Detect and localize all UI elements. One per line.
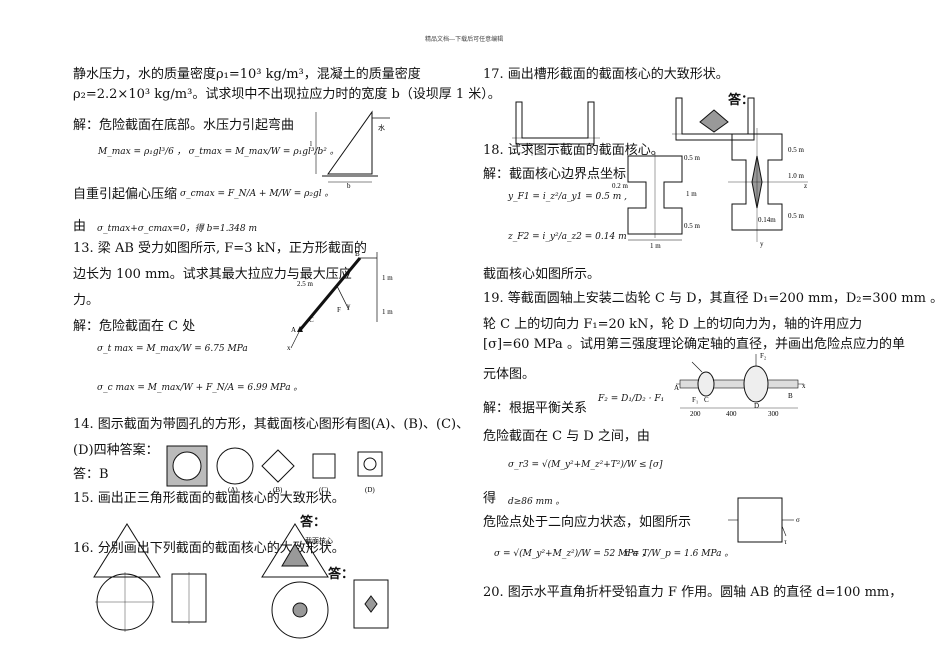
formula: y_F1 = i_z²/a_y1 = 0.5 m , <box>508 192 627 202</box>
problem-text-line: 边长为 100 mm。试求其最大拉应力与最大压应 <box>73 267 352 282</box>
triangle-section <box>93 523 161 578</box>
dim-label: 0.2 m <box>612 182 629 190</box>
gear-D-label: D <box>754 402 759 410</box>
option-a-label: (A) <box>228 486 238 494</box>
formula: σ_tmax+σ_cmax=0，得 b=1.348 m <box>97 224 258 234</box>
i-section-with-core: 0.5 m 1.0 m 0.5 m 0.14m z y <box>728 128 808 248</box>
text-line: 得 <box>483 491 497 506</box>
gear-C-label: C <box>704 396 709 404</box>
option-b-label: (B) <box>273 486 283 494</box>
text-line: 由 <box>73 219 87 234</box>
text-line: 危险截面在 C 与 D 之间，由 <box>483 429 650 444</box>
triangle-section-with-core <box>261 523 329 578</box>
circle-section <box>95 572 155 632</box>
dim-label: 200 <box>690 410 701 418</box>
problem-text-line: [σ]=60 MPa 。试用第三强度理论确定轴的直径，并画出危险点应力的单 <box>483 337 905 352</box>
support-A-label: A <box>674 384 679 392</box>
problem-text-line: 17. 画出槽形截面的截面核心的大致形状。 <box>483 67 729 82</box>
formula: F₂ = D₁/D₂ · F₁ <box>598 394 665 404</box>
inclined-beam-figure: B A C F x y 2.5 m 1 m 1 m <box>287 250 393 352</box>
formula: σ_cmax = F_N/A + M/W = ρ₂gl 。 <box>180 189 334 199</box>
answer-line: 答：B <box>73 467 109 482</box>
option-d-label: (D) <box>365 486 375 494</box>
force-F2-label: F₂ <box>760 352 767 360</box>
dim-1m-label: 1 m <box>382 274 393 282</box>
gear-shaft-figure: A B C D F₁ F₂ x 200 400 300 <box>674 352 806 418</box>
point-B-label: B <box>355 250 360 258</box>
solution-line: 解：根据平衡关系 <box>483 401 588 416</box>
solution-line: 解：危险截面在 C 处 <box>73 319 196 334</box>
problem-text-line: 20. 图示水平直角折杆受铅直力 F 作用。圆轴 AB 的直径 d=100 mm… <box>483 585 903 600</box>
text-line: 自重引起偏心压缩 <box>73 187 178 202</box>
option-c-label: (C) <box>319 486 329 494</box>
dam-l-label: l <box>310 140 312 148</box>
axis-z-label: z <box>804 182 807 190</box>
axis-y-label: y <box>760 240 764 248</box>
problem-text-line: 15. 画出正三角形截面的截面核心的大致形状。 <box>73 491 345 506</box>
formula: z_F2 = i_y²/a_z2 = 0.14 m <box>508 232 627 242</box>
problem-text-line: 19. 等截面圆轴上安装二齿轮 C 与 D，其直径 D₁=200 mm，D₂=3… <box>483 291 944 306</box>
problem-text-line: 轮 C 上的切向力 F₁=20 kN，轮 D 上的切向力为，轴的许用应力 <box>483 317 863 332</box>
dim-label: 300 <box>768 410 779 418</box>
dim-label: 1 m <box>686 190 697 198</box>
dim-label: 1 m <box>650 242 661 250</box>
axis-x-label: x <box>802 382 806 390</box>
answer-line: 答： <box>328 567 355 582</box>
answer-line: 答： <box>300 515 327 530</box>
text-line: 截面核心如图所示。 <box>483 267 601 282</box>
problem-text-line: ρ₂=2.2×10³ kg/m³。试求坝中不出现拉应力时的宽度 b（设坝厚 1 … <box>73 87 501 102</box>
problem-text-line: 静水压力，水的质量密度ρ₁=10³ kg/m³，混凝土的质量密度 <box>73 67 421 82</box>
dam-b-label: b <box>347 182 351 190</box>
q14-figures: (A) (B) (C) (D) <box>166 445 383 494</box>
point-C-label: C <box>309 316 314 324</box>
page-header: 精品文档---下载后可任意编辑 <box>425 36 504 43</box>
problem-text-line: 力。 <box>73 293 100 308</box>
formula: σ = √(M_y²+M_z²)/W = 52 MPa ， <box>494 549 651 559</box>
problem-text-line: 13. 梁 AB 受力如图所示, F=3 kN，正方形截面的 <box>73 241 367 256</box>
text-line: 危险点处于二向应力状态，如图所示 <box>483 515 692 530</box>
dim-1m-label: 1 m <box>382 308 393 316</box>
force-F1-label: F₁ <box>692 396 698 404</box>
core-label: 截面核心 <box>305 537 333 545</box>
tau-label: τ <box>784 538 787 546</box>
problem-text-line: 18. 试求图示截面的截面核心。 <box>483 143 664 158</box>
formula: τ = T/W_p = 1.6 MPa 。 <box>624 549 734 559</box>
rectangle-section <box>171 572 207 624</box>
formula: σ_r3 = √(M_y²+M_z²+T²)/W ≤ [σ] <box>508 460 663 470</box>
dim-label: 400 <box>726 410 737 418</box>
dam-figure: l b 水 <box>310 110 390 190</box>
formula: M_max = ρ₁gl³/6 ， σ_tmax = M_max/W = ρ₁g… <box>98 147 339 157</box>
rectangle-section-with-core <box>353 579 389 629</box>
solution-line: 解：截面核心边界点坐标 <box>483 167 627 182</box>
i-section: 0.2 m 1 m 0.5 m 0.5 m 1 m <box>612 152 701 250</box>
dim-label: 0.5 m <box>684 154 701 162</box>
axis-x-label: x <box>287 344 291 352</box>
water-label: 水 <box>378 123 385 132</box>
formula: σ_c max = M_max/W + F_N/A = 6.99 MPa 。 <box>97 383 303 393</box>
stress-element: σ τ <box>728 497 800 546</box>
solution-line: 解：危险截面在底部。水压力引起弯曲 <box>73 118 295 133</box>
channel-section <box>512 101 600 156</box>
formula: σ_t max = M_max/W = 6.75 MPa <box>97 344 248 354</box>
problem-text-line: 元体图。 <box>483 367 536 382</box>
problem-text-line: 14. 图示截面为带圆孔的方形，其截面核心图形有图(A)、(B)、(C)、 <box>73 417 470 432</box>
support-B-label: B <box>788 392 793 400</box>
formula: d≥86 mm 。 <box>508 497 565 507</box>
sigma-label: σ <box>796 516 800 524</box>
dim-label: 0.14m <box>758 216 776 224</box>
dim-label: 0.5 m <box>684 222 701 230</box>
circle-section-with-core <box>271 581 329 639</box>
problem-text-line: (D)四种答案： <box>73 443 159 458</box>
beam-length-label: 2.5 m <box>297 280 314 288</box>
axis-y-label: y <box>347 302 351 310</box>
force-F-label: F <box>337 306 341 314</box>
point-A-label: A <box>291 326 296 334</box>
dim-label: 0.5 m <box>788 212 805 220</box>
dim-label: 1.0 m <box>788 172 805 180</box>
dim-label: 0.5 m <box>788 146 805 154</box>
